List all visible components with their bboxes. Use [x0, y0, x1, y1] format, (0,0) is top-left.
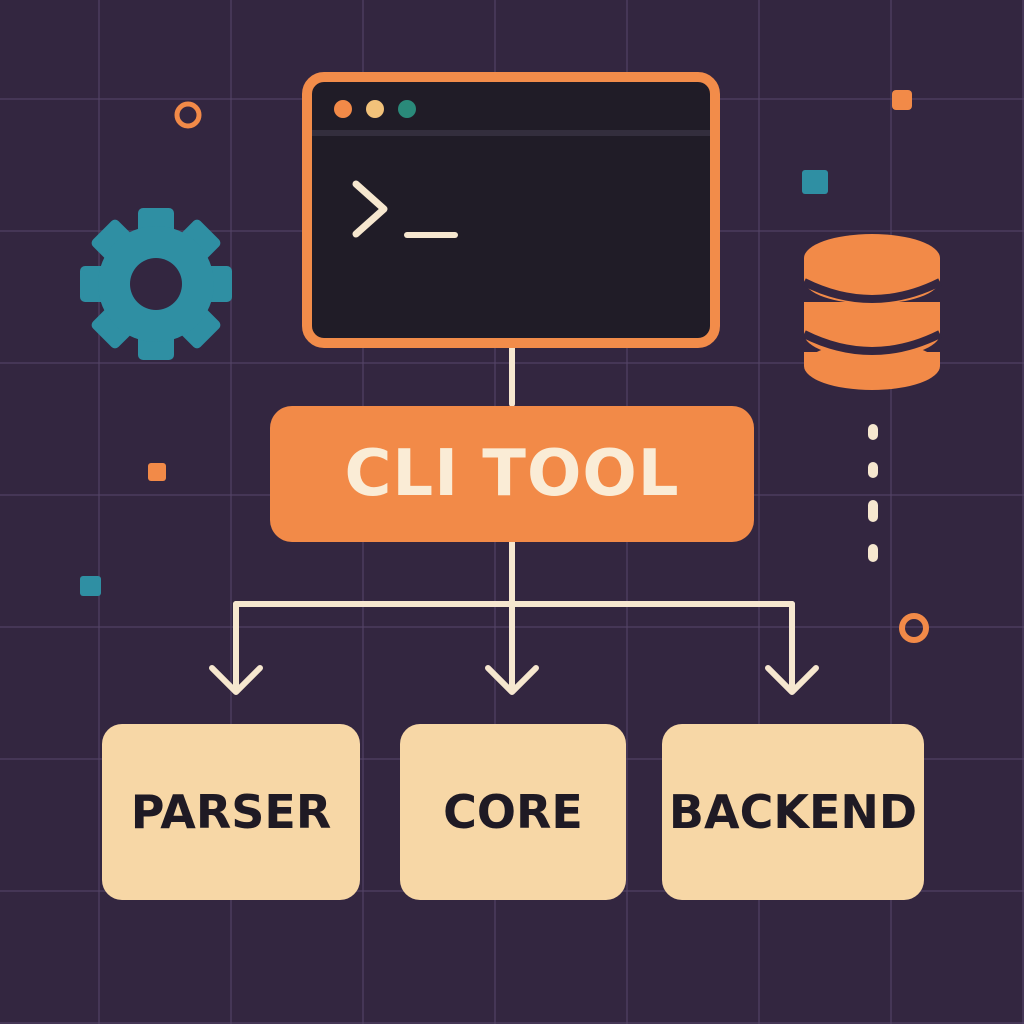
minimize-dot-icon — [366, 100, 384, 118]
square-decoration — [148, 463, 166, 481]
module-backend-node: BACKEND — [662, 724, 924, 900]
module-backend-label: BACKEND — [668, 785, 918, 839]
gear-icon — [80, 208, 232, 360]
cli-tool-node: CLI TOOL — [270, 406, 754, 542]
arrow-core-icon — [485, 665, 539, 695]
module-parser-label: PARSER — [130, 785, 332, 839]
cli-tool-label: CLI TOOL — [344, 437, 680, 511]
terminal-titlebar — [312, 82, 710, 136]
arrow-backend-icon — [765, 665, 819, 695]
terminal-window — [302, 72, 720, 348]
dotted-connector — [868, 424, 878, 562]
square-decoration — [80, 576, 101, 596]
ring-decoration — [174, 101, 202, 129]
prompt-cursor — [404, 232, 458, 238]
arrow-parser-icon — [209, 665, 263, 695]
module-parser-node: PARSER — [102, 724, 360, 900]
square-decoration — [892, 90, 912, 110]
chevron-prompt-icon — [352, 180, 388, 238]
maximize-dot-icon — [398, 100, 416, 118]
square-decoration — [802, 170, 828, 194]
module-core-node: CORE — [400, 724, 626, 900]
ring-decoration — [899, 613, 929, 643]
close-dot-icon — [334, 100, 352, 118]
module-core-label: CORE — [443, 785, 583, 839]
database-icon — [802, 234, 942, 390]
